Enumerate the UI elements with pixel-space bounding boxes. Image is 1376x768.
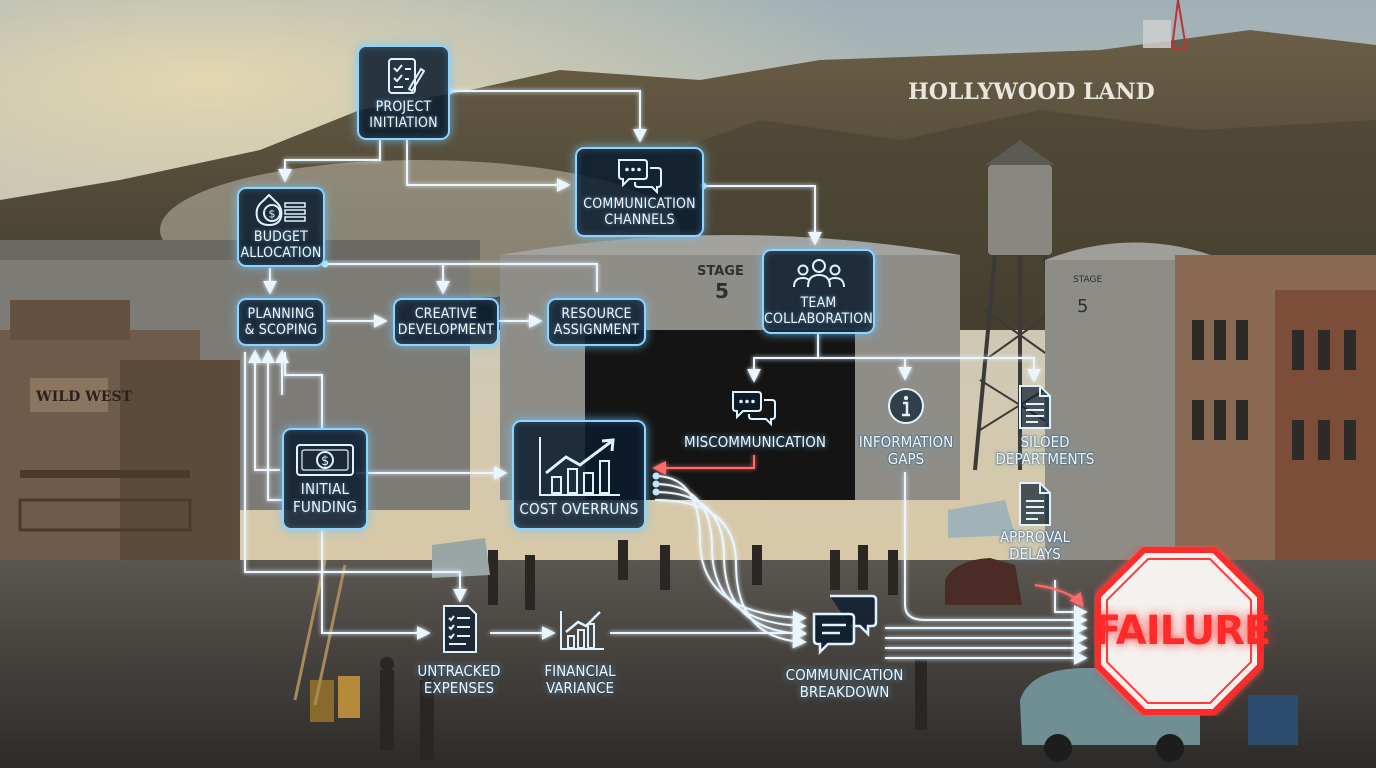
chat-bubbles-icon — [732, 391, 776, 427]
node-label: CREATIVE DEVELOPMENT — [397, 306, 495, 338]
label-communication-breakdown: COMMUNICATION BREAKDOWN — [785, 666, 904, 701]
failure-stop-sign — [1095, 547, 1263, 715]
node-label: PLANNING & SCOPING — [244, 306, 318, 338]
node-planning-scoping: PLANNING & SCOPING — [237, 298, 325, 346]
node-creative-development: CREATIVE DEVELOPMENT — [393, 298, 499, 346]
label-siloed-departments: SILOED DEPARTMENTS — [995, 433, 1095, 468]
checklist-pen-icon — [387, 57, 425, 94]
banknote-icon: $ — [296, 444, 354, 476]
node-label: PROJECT INITIATION — [369, 98, 438, 131]
receipt-icon — [443, 605, 477, 653]
node-initial-funding: $ INITIAL FUNDING — [282, 428, 368, 530]
node-resource-assignment: RESOURCE ASSIGNMENT — [547, 298, 646, 346]
node-project-initiation: PROJECT INITIATION — [357, 45, 450, 140]
label-financial-variance: FINANCIAL VARIANCE — [544, 662, 616, 697]
node-label: TEAM COLLABORATION — [763, 294, 874, 327]
svg-text:$: $ — [269, 208, 276, 221]
info-icon — [888, 388, 924, 424]
node-label: RESOURCE ASSIGNMENT — [553, 306, 640, 338]
document-icon — [1019, 385, 1051, 429]
hollywood-sign: HOLLYWOOD LAND — [908, 79, 1155, 105]
chat-bubbles-icon — [617, 159, 662, 194]
rising-chart-icon — [539, 437, 620, 496]
node-communication-channels: COMMUNICATION CHANNELS — [575, 147, 704, 237]
chat-bubbles-icon — [812, 594, 878, 656]
node-label: INITIAL FUNDING — [292, 480, 358, 516]
wild-west-sign: WILD WEST — [35, 389, 133, 405]
label-untracked-expenses: UNTRACKED EXPENSES — [417, 662, 501, 697]
node-label: BUDGET ALLOCATION — [240, 229, 322, 261]
right-stage-sign-number: 5 — [1077, 296, 1088, 317]
label-approval-delays: APPROVAL DELAYS — [999, 528, 1071, 563]
label-miscommunication: MISCOMMUNICATION — [684, 433, 826, 451]
node-team-collaboration: TEAM COLLABORATION — [762, 249, 875, 334]
node-budget-allocation: $ BUDGET ALLOCATION — [237, 187, 325, 267]
document-icon — [1019, 482, 1051, 526]
team-icon — [792, 258, 845, 287]
svg-text:$: $ — [321, 454, 329, 469]
label-information-gaps: INFORMATION GAPS — [858, 433, 954, 468]
failure-label: FAILURE — [1094, 608, 1271, 654]
right-stage-sign-word: STAGE — [1073, 275, 1102, 285]
stage-sign-word: STAGE — [697, 264, 744, 279]
node-label: COST OVERRUNS — [519, 500, 639, 518]
node-label: COMMUNICATION CHANNELS — [583, 196, 696, 228]
node-cost-overruns: COST OVERRUNS — [512, 420, 646, 530]
stage-sign-number: 5 — [715, 279, 729, 303]
bar-chart-icon — [560, 611, 604, 650]
money-bag-icon: $ — [255, 193, 306, 227]
